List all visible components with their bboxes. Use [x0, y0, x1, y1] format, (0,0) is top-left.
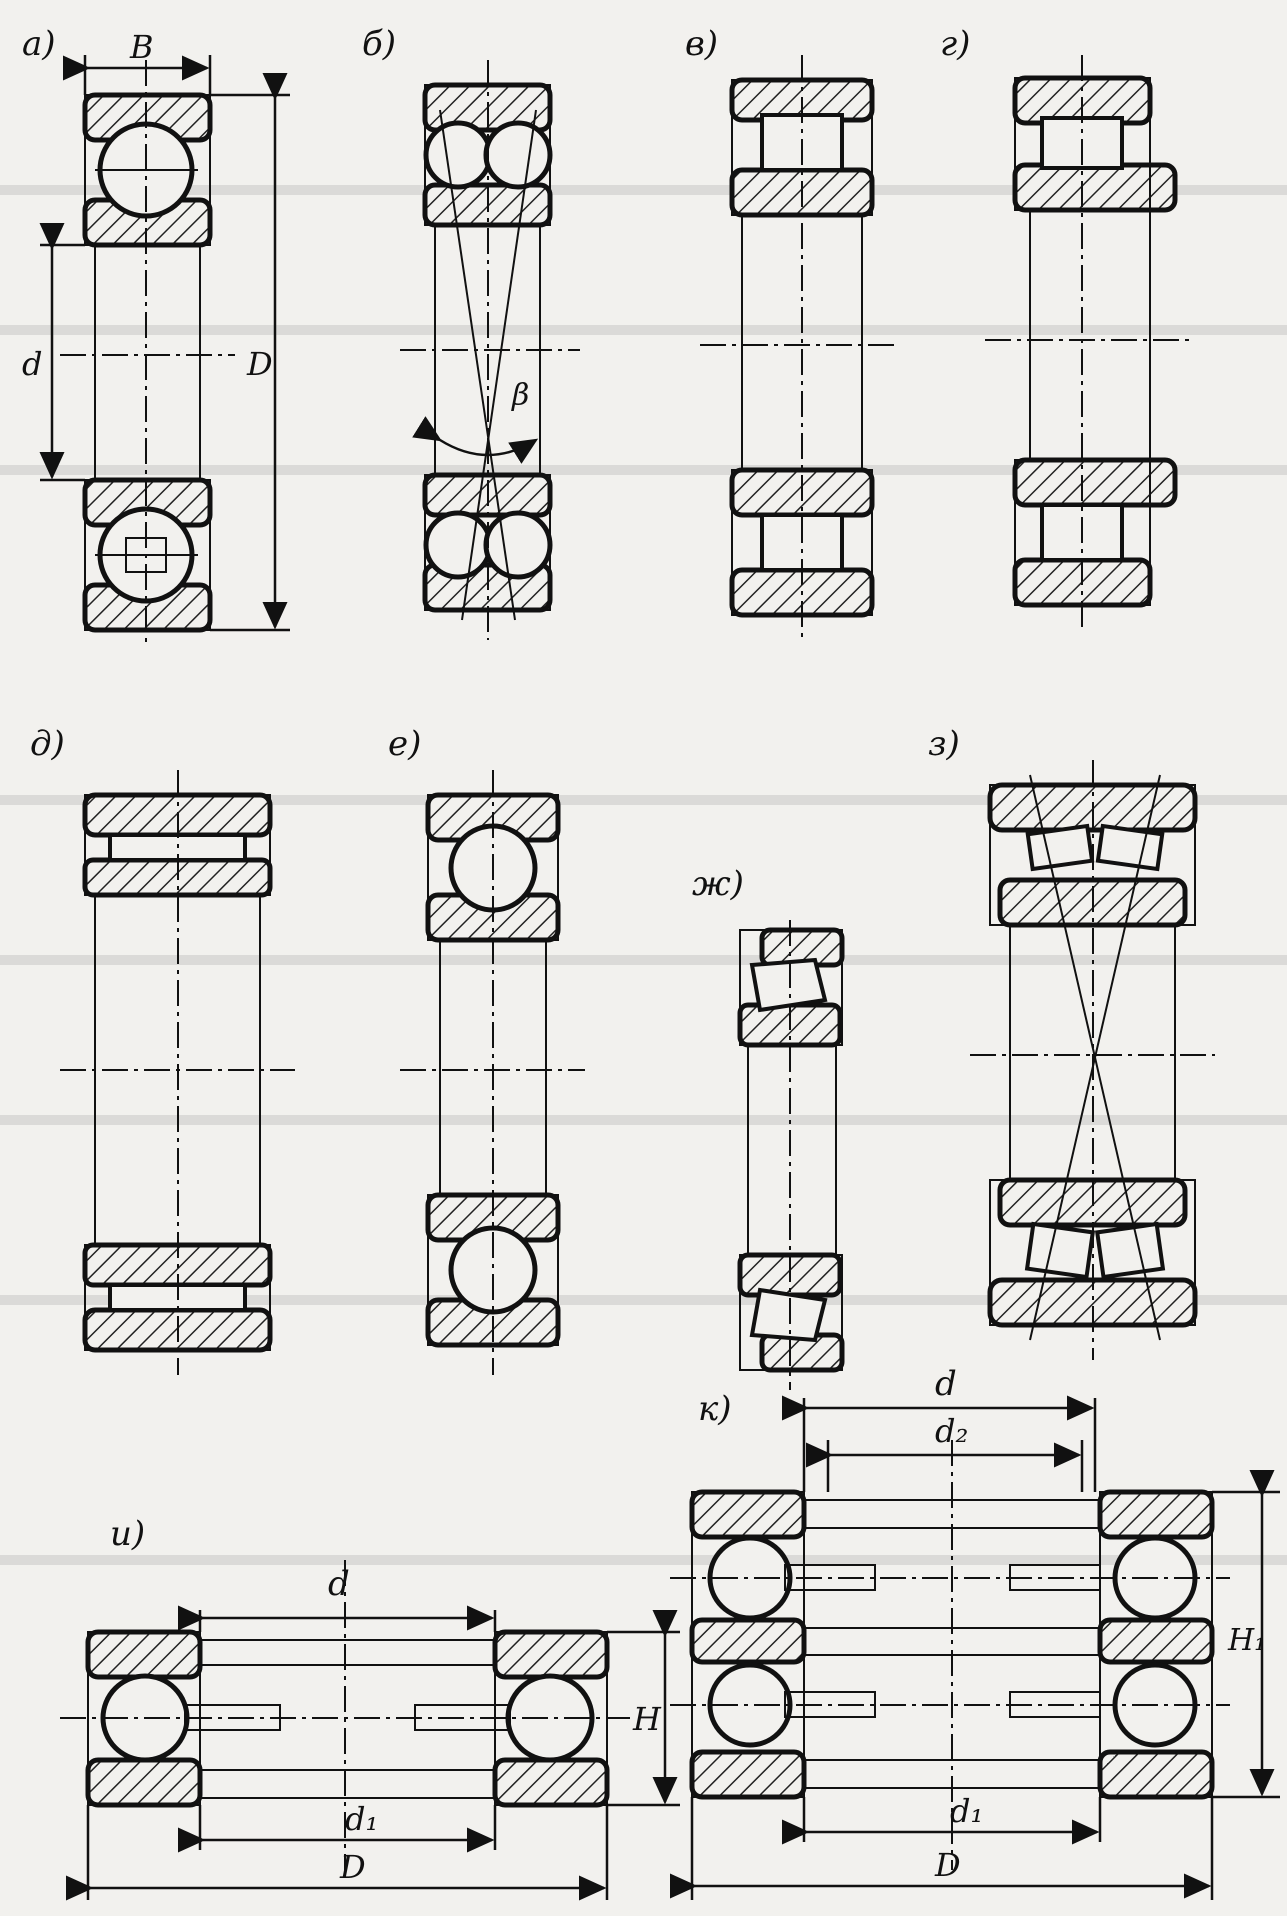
bearing-i: и) d d₁ D [60, 1514, 680, 1901]
label-i: и) [110, 1514, 145, 1554]
a-section-top [84, 94, 211, 246]
bearing-g: г) [940, 24, 1190, 630]
label-zh: ж) [692, 864, 744, 904]
bearing-d: д) [30, 724, 295, 1375]
label-z: з) [928, 724, 960, 764]
dim-a-width: B [129, 28, 154, 66]
bearing-e: е) [388, 724, 585, 1375]
dim-i-outer: D [339, 1848, 366, 1886]
dim-k-bore2: d₂ [935, 1412, 968, 1450]
dim-a-outer: D [246, 345, 273, 383]
label-g: г) [940, 24, 970, 64]
dim-a-bore: d [22, 345, 42, 383]
bearing-b: б) β [362, 24, 580, 640]
bearing-z: з) [928, 724, 1215, 1360]
label-b: б) [362, 24, 396, 64]
dim-i-bore: d [328, 1564, 350, 1604]
label-v: в) [685, 24, 718, 64]
dim-k-height: H₁ [1227, 1623, 1266, 1658]
dim-k-bore: d [935, 1364, 957, 1404]
bearing-a: а) B d D [22, 24, 290, 645]
label-e: е) [388, 724, 421, 764]
label-a: а) [22, 24, 56, 64]
dim-k-outer: D [934, 1846, 961, 1884]
label-k: к) [698, 1389, 732, 1429]
dim-b-angle: β [511, 378, 529, 413]
bearing-v: в) [685, 24, 900, 640]
bearing-k: к) d d₂ [670, 1364, 1280, 1900]
dim-i-bore1: d₁ [345, 1800, 378, 1838]
bearing-zh: ж) [692, 864, 845, 1390]
a-section-bottom [84, 479, 211, 631]
dim-k-bore1: d₁ [950, 1792, 983, 1830]
label-d: д) [30, 724, 65, 764]
dim-i-height: H [632, 1700, 662, 1738]
